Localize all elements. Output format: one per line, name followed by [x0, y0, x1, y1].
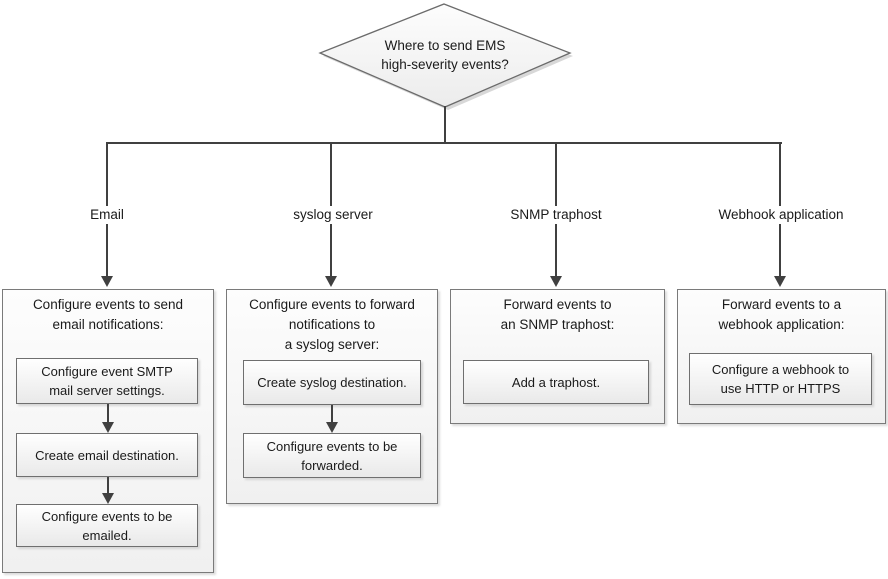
- step-create-email-destination: Create email destination.: [16, 433, 198, 477]
- connector-syslog-1: [331, 405, 333, 423]
- branch-label-snmp: SNMP traphost: [504, 206, 608, 224]
- branch-label-webhook: Webhook application: [712, 206, 850, 224]
- arrowhead-email-2: [102, 493, 114, 504]
- arrowhead-syslog-1: [326, 422, 338, 433]
- step-configure-events-emailed: Configure events to be emailed.: [16, 504, 198, 547]
- arrowhead-email: [101, 276, 113, 287]
- step-configure-smtp-settings: Configure event SMTP mail server setting…: [16, 358, 198, 404]
- webhook-column: Forward events to a webhook application:…: [677, 289, 886, 424]
- connector-stem: [444, 106, 446, 144]
- step-add-traphost: Add a traphost.: [463, 360, 649, 404]
- connector-email-2: [107, 477, 109, 494]
- step-configure-webhook-http: Configure a webhook to use HTTP or HTTPS: [689, 353, 872, 405]
- snmp-column: Forward events to an SNMP traphost: Add …: [450, 289, 665, 424]
- arrowhead-snmp: [550, 276, 562, 287]
- arrowhead-email-1: [102, 422, 114, 433]
- arrowhead-webhook: [774, 276, 786, 287]
- webhook-column-header: Forward events to a webhook application:: [718, 297, 845, 332]
- step-create-syslog-destination: Create syslog destination.: [243, 360, 421, 405]
- connector-email-1: [107, 404, 109, 423]
- connector-horizontal: [106, 142, 782, 144]
- email-column: Configure events to send email notificat…: [2, 289, 214, 573]
- step-configure-events-forwarded: Configure events to be forwarded.: [243, 433, 421, 478]
- email-column-header: Configure events to send email notificat…: [32, 297, 184, 332]
- branch-label-syslog: syslog server: [287, 206, 379, 224]
- snmp-column-header: Forward events to an SNMP traphost:: [500, 297, 615, 332]
- decision-question: Where to send EMS high-severity events?: [381, 38, 509, 72]
- branch-label-email: Email: [84, 206, 130, 224]
- syslog-column-header: Configure events to forward notification…: [249, 297, 415, 352]
- arrowhead-syslog: [325, 276, 337, 287]
- syslog-column: Configure events to forward notification…: [226, 289, 438, 504]
